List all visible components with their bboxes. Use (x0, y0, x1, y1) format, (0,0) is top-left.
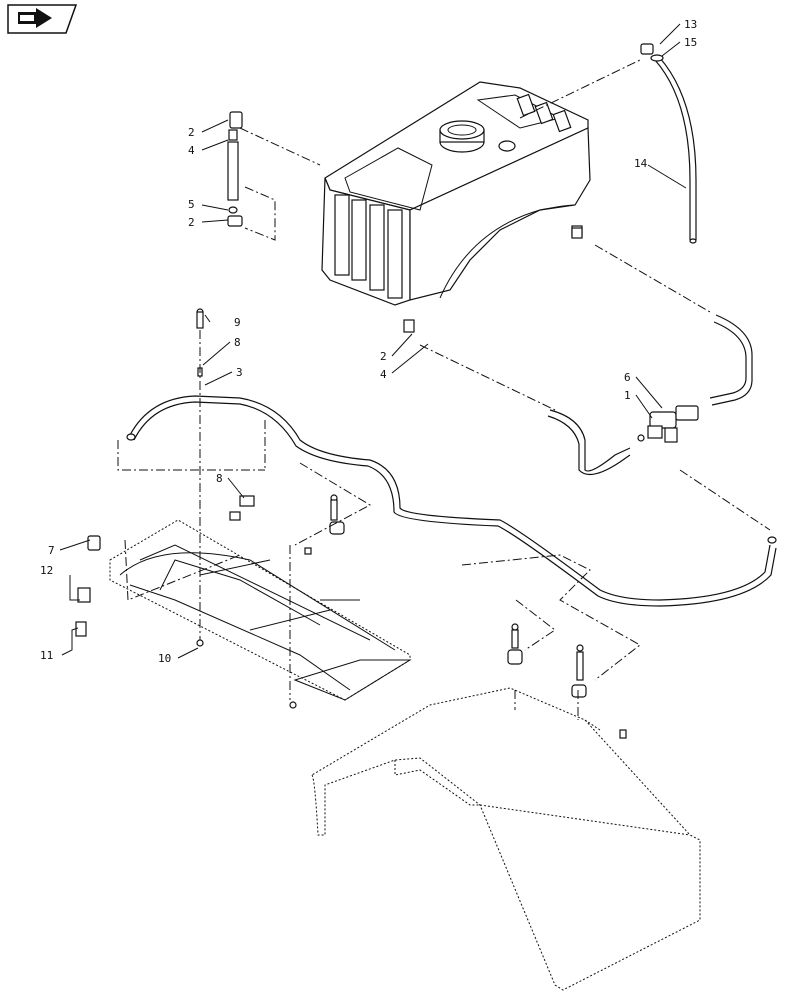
callout-14: 14 (634, 157, 648, 170)
assembly-lines (117, 59, 771, 720)
callout-6: 6 (624, 371, 631, 384)
callout-12: 12 (40, 564, 53, 577)
callout-8: 8 (234, 336, 241, 349)
callout-2: 2 (380, 350, 387, 363)
callout-1: 1 (624, 389, 631, 402)
chassis-frame (109, 519, 412, 701)
callout-10: 10 (158, 652, 171, 665)
callouts: 13 15 14 2 4 5 2 9 8 3 2 4 6 1 8 7 12 11… (40, 18, 697, 665)
callout-9: 9 (234, 316, 241, 329)
callout-2: 2 (188, 216, 195, 229)
fuel-tank (321, 81, 591, 333)
return-hose (547, 227, 753, 476)
callout-15: 15 (684, 36, 697, 49)
callout-11: 11 (40, 649, 53, 662)
drain-hose-assembly (227, 111, 243, 227)
callout-4: 4 (380, 368, 387, 381)
nav-badge[interactable] (6, 4, 78, 34)
callout-5: 5 (188, 198, 195, 211)
leader-lines (59, 23, 687, 659)
callout-13: 13 (684, 18, 697, 31)
callout-4: 4 (188, 144, 195, 157)
callout-8: 8 (216, 472, 223, 485)
forward-arrow-icon (18, 8, 52, 28)
callout-2: 2 (188, 126, 195, 139)
callout-3: 3 (236, 366, 243, 379)
vent-hose (640, 43, 697, 244)
fuel-line (126, 395, 777, 607)
clamps (75, 308, 627, 739)
fender (311, 687, 701, 991)
callout-7: 7 (48, 544, 55, 557)
